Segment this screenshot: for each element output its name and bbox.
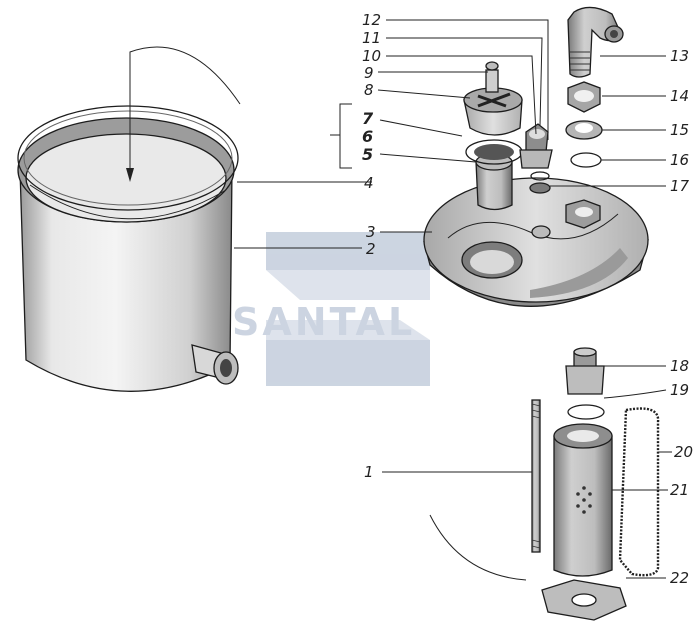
- leader-lines: [234, 19, 672, 579]
- label-17: 17: [670, 177, 690, 195]
- label-5: 5: [362, 145, 373, 164]
- label-13: 13: [670, 47, 689, 65]
- label-10: 10: [362, 47, 381, 65]
- elbow-fitting: [567, 6, 624, 78]
- bracket-nut: [519, 123, 553, 194]
- assembly-arrow-head: [126, 168, 134, 182]
- label-22: 22: [670, 569, 689, 587]
- base-plate: [541, 579, 627, 621]
- part-labels: 12 11 10 9 8 7 6 5 4 3 2 1 13 14 15 16 1…: [362, 11, 693, 587]
- label-11: 11: [362, 29, 381, 47]
- hex-nut-14: [567, 81, 601, 113]
- label-19: 19: [670, 381, 689, 399]
- housing-outlet-fitting: [191, 344, 239, 385]
- cover-standpipe: [465, 139, 523, 211]
- label-20: 20: [674, 443, 693, 461]
- filter-cover: [423, 177, 649, 307]
- drain-plug: [565, 347, 605, 395]
- sealing-ring-inner-edge: [23, 110, 233, 206]
- filter-element: [553, 423, 613, 577]
- watermark-text: SANTAL: [232, 300, 415, 344]
- o-ring-16: [570, 152, 602, 168]
- relief-valve: [463, 61, 523, 136]
- label-16: 16: [670, 151, 689, 169]
- label-3: 3: [366, 223, 376, 241]
- group-bracket-5-7: [330, 103, 352, 169]
- label-21: 21: [670, 481, 689, 499]
- label-8: 8: [364, 81, 374, 99]
- label-14: 14: [670, 87, 689, 105]
- label-15: 15: [670, 121, 689, 139]
- label-1: 1: [364, 463, 374, 481]
- label-6: 6: [362, 127, 373, 146]
- sealing-ring: [17, 105, 239, 211]
- label-12: 12: [362, 11, 381, 29]
- flow-curve: [429, 514, 527, 581]
- gasket-20: [618, 407, 660, 577]
- label-4: 4: [364, 174, 374, 192]
- assembly-arrow-line: [129, 46, 241, 178]
- watermark: SANTAL: [232, 232, 430, 386]
- label-9: 9: [364, 64, 374, 82]
- label-7: 7: [362, 109, 374, 128]
- label-18: 18: [670, 357, 689, 375]
- label-2: 2: [366, 240, 376, 258]
- center-rod: [531, 399, 541, 553]
- housing-cylinder: [17, 117, 239, 392]
- o-ring-19: [567, 404, 605, 420]
- conical-washer: [565, 120, 603, 140]
- cover-hex-nut: [565, 199, 601, 229]
